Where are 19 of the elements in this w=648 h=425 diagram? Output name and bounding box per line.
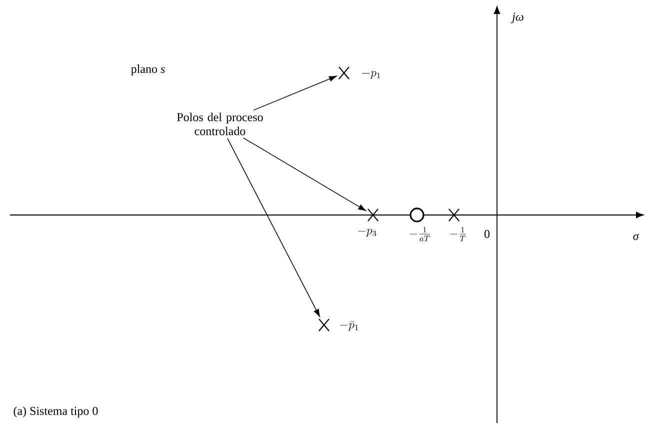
arrow	[243, 138, 366, 211]
callout-text: Polos del proceso controlado	[177, 112, 263, 136]
caption: (a) Sistema tipo 0	[14, 406, 98, 418]
arrow	[253, 76, 337, 111]
zero-mark	[410, 208, 424, 222]
pole-label: $-p_1$	[362, 71, 380, 79]
pole-mark	[367, 208, 379, 222]
arrow	[227, 138, 320, 317]
pole-label: $-p_3$	[358, 228, 376, 236]
origin-label: 0	[484, 230, 490, 238]
pole-label: $-\frac{1}{T}$	[450, 227, 466, 242]
plano-label: plano s	[131, 64, 165, 76]
axis-label: σ	[633, 234, 640, 240]
pole-mark	[338, 66, 350, 80]
pole-label: $-\bar{p}_1$	[340, 321, 358, 331]
axis-label: jω	[510, 12, 524, 24]
pole-label: $-\frac{1}{aT}$	[410, 227, 430, 242]
pole-mark	[448, 208, 460, 222]
pole-mark	[318, 318, 330, 332]
